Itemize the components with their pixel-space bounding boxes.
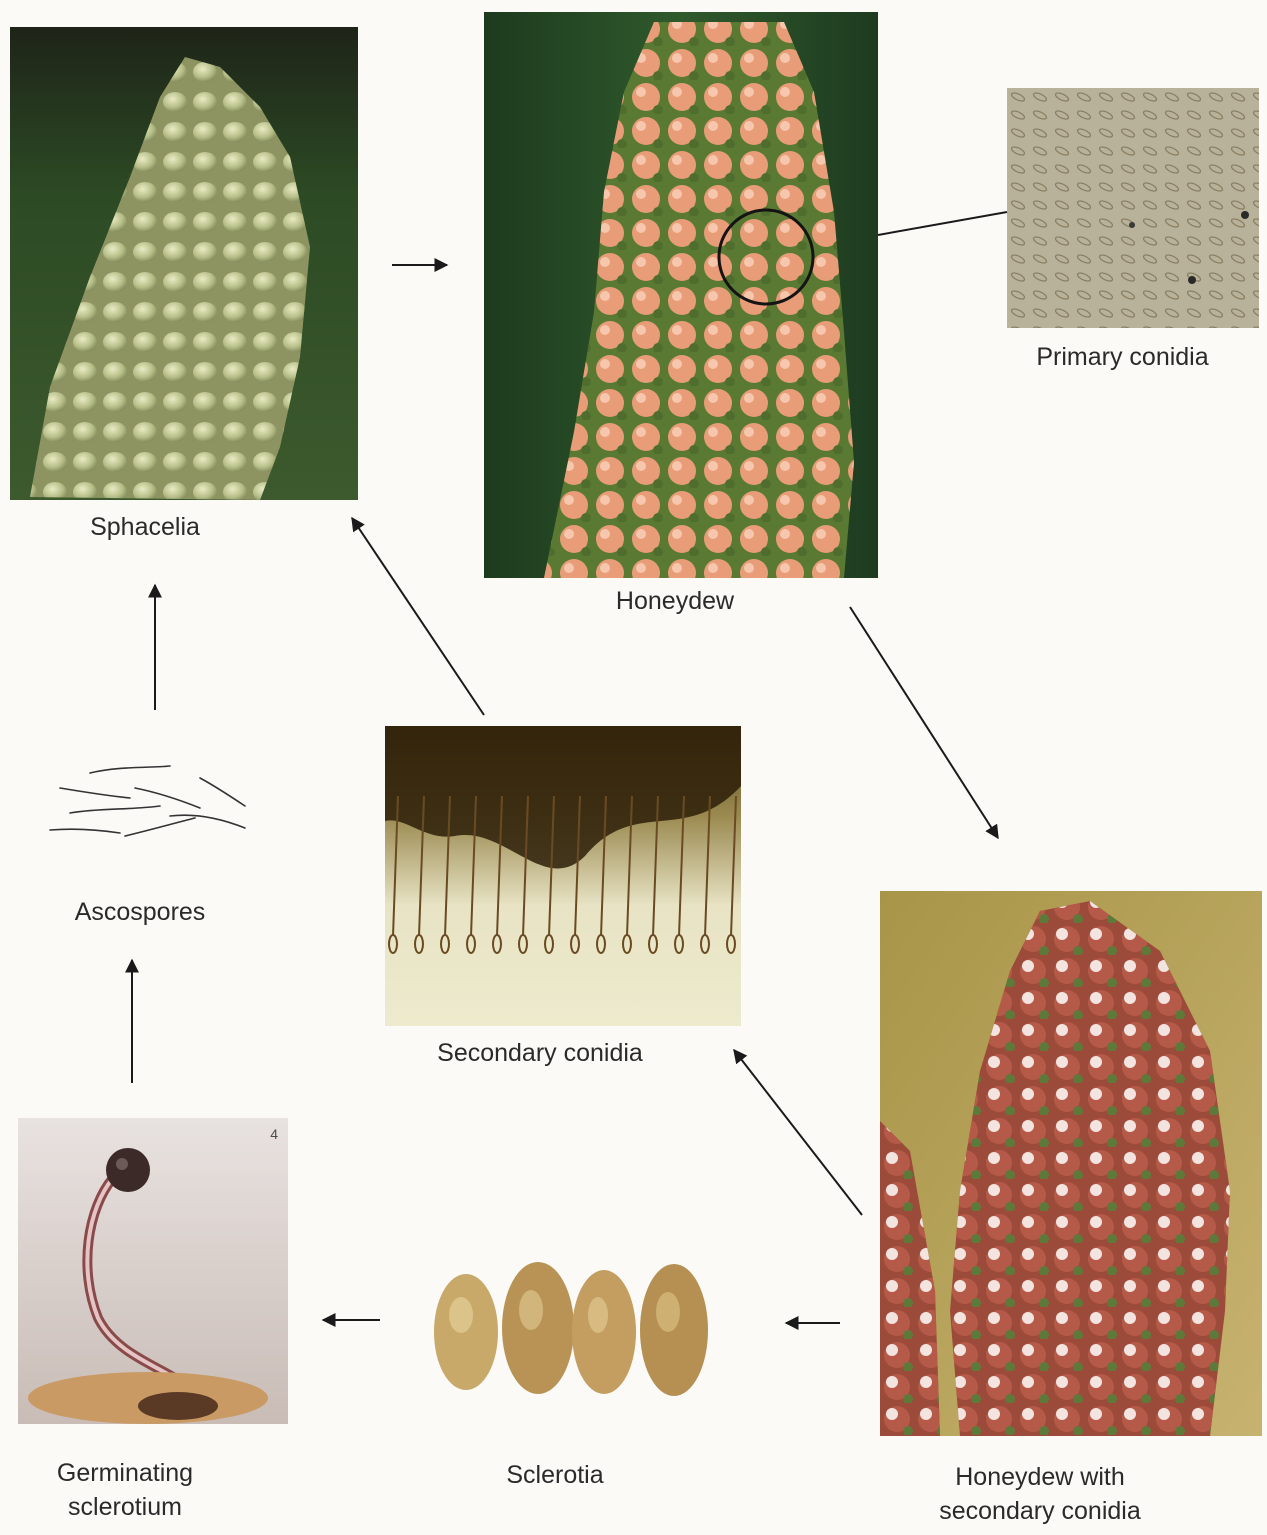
arrow-honeydew-secondary-to-secondary-conidia xyxy=(734,1050,862,1215)
connector-primary-conidia xyxy=(878,212,1007,235)
arrow-honeydew-to-honeydew-secondary xyxy=(850,607,998,838)
arrow-secondary-conidia-to-sphacelia xyxy=(352,518,484,715)
